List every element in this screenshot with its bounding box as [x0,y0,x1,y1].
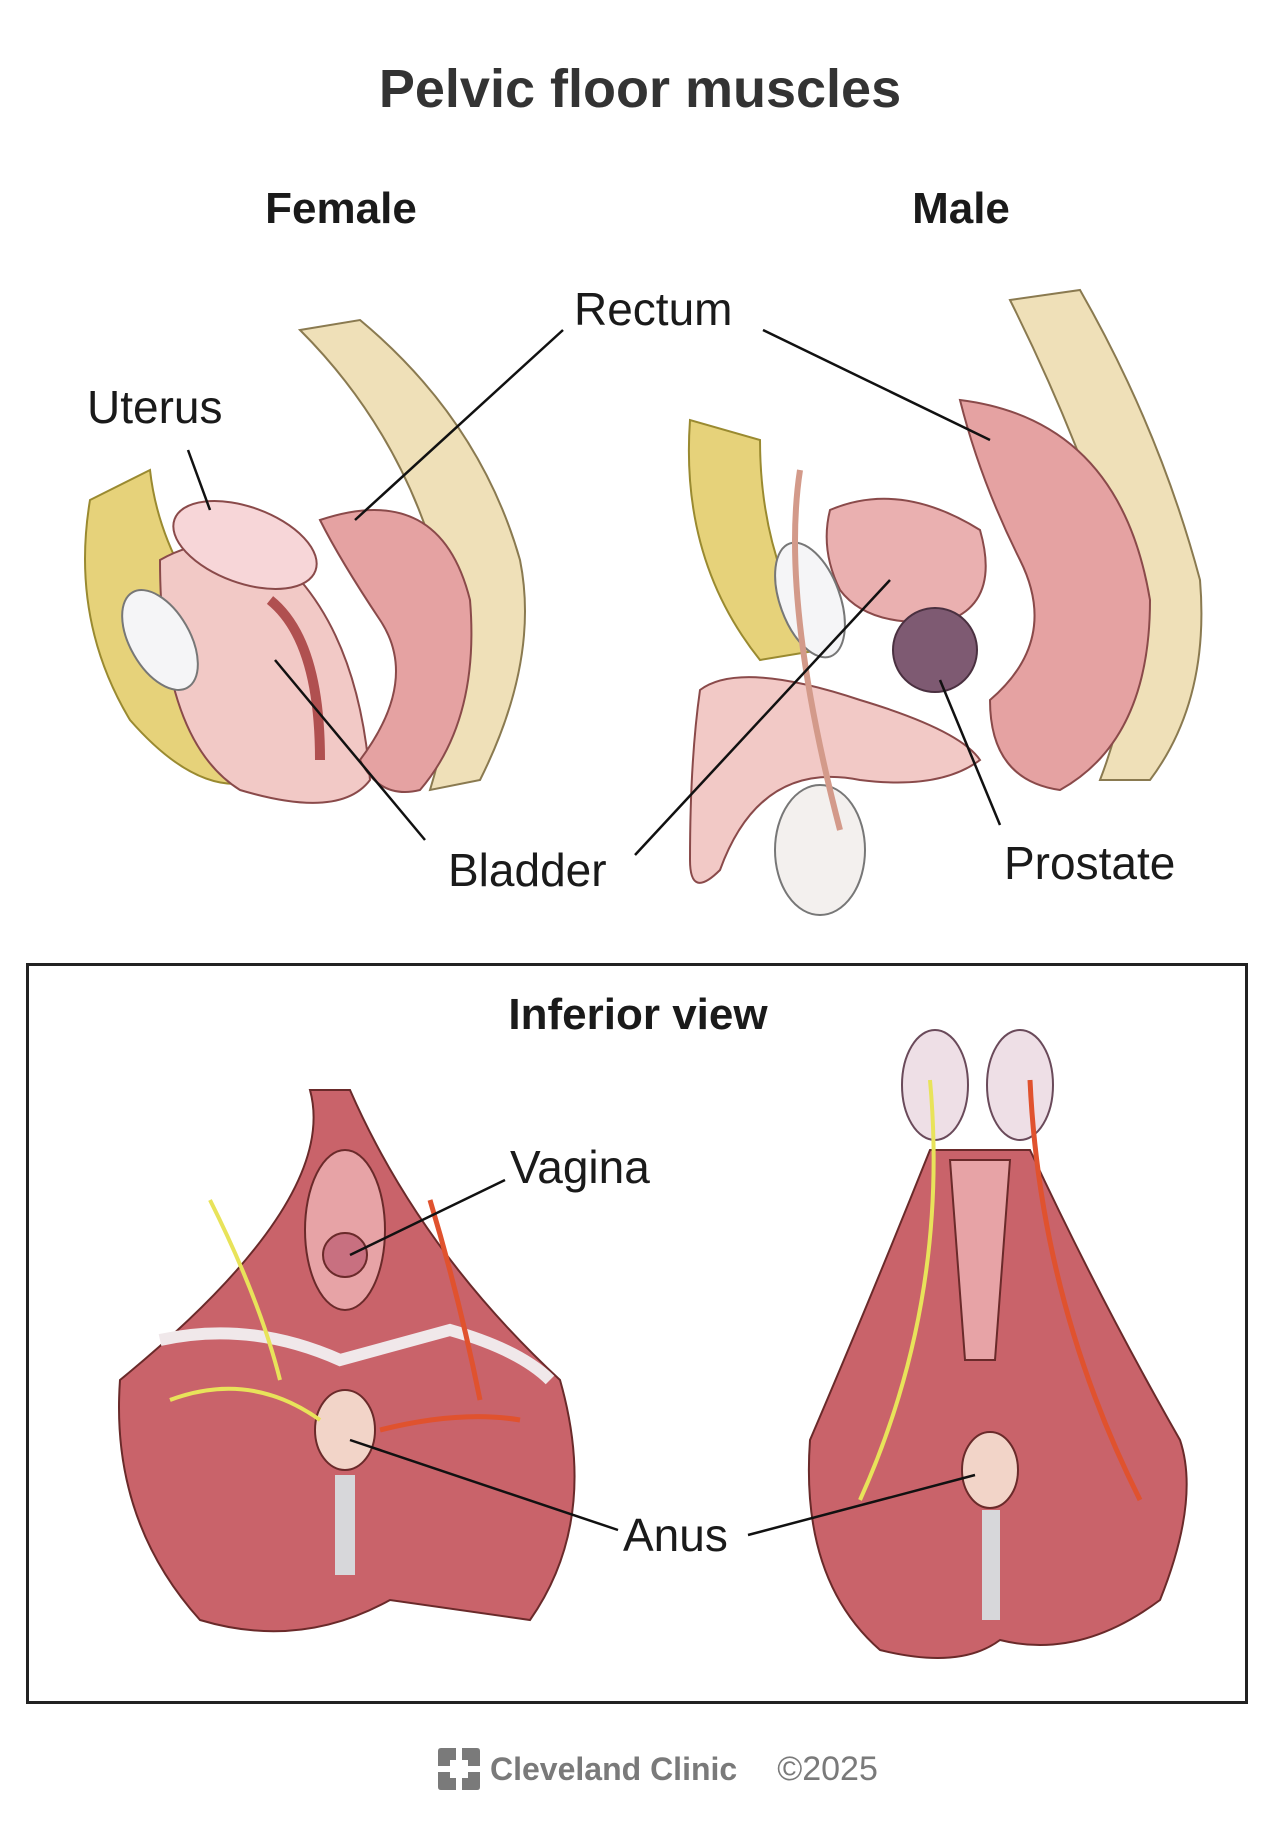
male-heading: Male [912,184,1010,233]
label-prostate: Prostate [1004,837,1176,889]
female-inferior-illustration [118,1089,576,1633]
inferior-view-heading: Inferior view [508,990,768,1039]
footer: Cleveland Clinic ©2025 [438,1748,878,1790]
footer-brand: Cleveland Clinic [490,1750,738,1787]
inferior-view-panel [26,963,1248,1704]
male-inferior-illustration [807,1029,1188,1659]
label-bladder: Bladder [448,844,607,896]
leader-lines [186,328,1002,1537]
label-rectum: Rectum [574,283,733,335]
female-sagittal-illustration [84,318,526,804]
label-uterus: Uterus [87,381,223,433]
label-vagina: Vagina [510,1141,650,1193]
page-title: Pelvic floor muscles [378,59,902,119]
label-anus: Anus [623,1509,728,1561]
cleveland-clinic-logo-icon [438,1748,480,1790]
male-sagittal-illustration [687,288,1203,916]
footer-copyright: ©2025 [777,1749,878,1788]
female-heading: Female [265,184,417,233]
